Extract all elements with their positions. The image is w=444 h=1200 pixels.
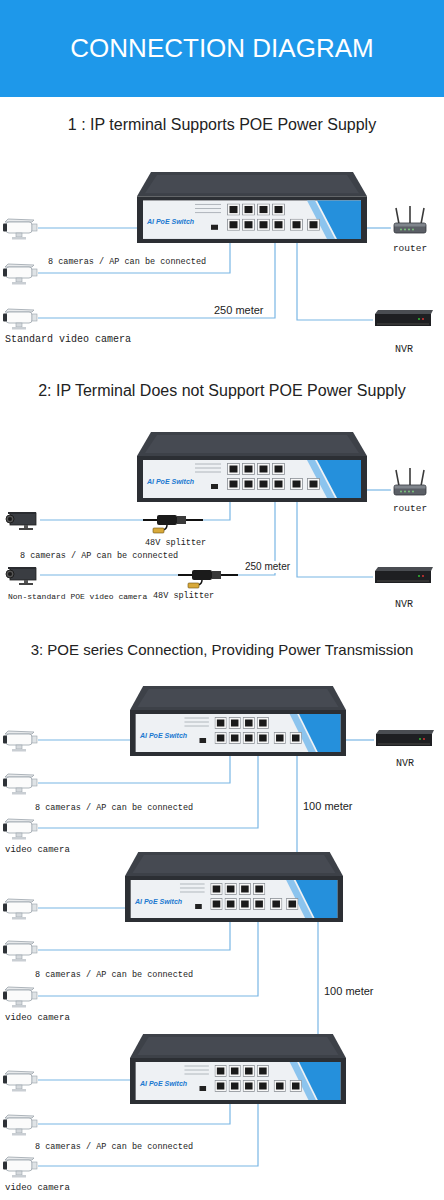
device-label: 48V splitter [153,592,214,602]
switch-body [125,852,343,922]
switch-brand: AI PoE Switch [140,732,187,740]
wire [38,1104,230,1124]
device-label: NVR [374,758,436,770]
device-label: NVR [373,599,435,611]
section-heading: 1 : IP terminal Supports POE Power Suppl… [0,116,444,134]
wire [38,243,275,318]
device-label: video camera [5,845,70,855]
caption-label: 8 cameras / AP can be connected [35,971,193,981]
camera-icon [6,567,36,585]
switch-body [130,1034,346,1104]
camera-icon [3,309,37,330]
wire [40,574,178,575]
wire [203,502,230,520]
network-cable [297,243,373,320]
network-cable [346,739,374,740]
splitter-icon [143,515,203,533]
wire [38,922,258,996]
device-label: NVR [373,344,435,356]
device-label: video camera [5,1013,70,1023]
router-device: router [391,206,429,255]
nvr-drawing [376,730,434,748]
network-cable [367,489,391,490]
distance-label: 100 meter [322,985,376,998]
device-label: Standard video camera [5,334,131,346]
wire [38,907,125,908]
wire [38,243,230,273]
camera-icon [3,731,37,752]
nvr-icon [375,310,433,326]
camera-icon [3,1071,37,1092]
switch-drawing [130,686,346,756]
distance-label: 250 meter [213,304,265,317]
switch-drawing [137,172,367,243]
page-title: CONNECTION DIAGRAM [0,0,444,97]
section-heading: 2: IP Terminal Does not Support POE Powe… [0,382,444,400]
wire [38,922,230,950]
caption-label: 8 cameras / AP can be connected [20,552,178,562]
distance-label: 250 meter [244,561,291,573]
nvr-device: NVR [373,567,435,611]
switch-brand: AI PoE Switch [147,218,194,226]
nvr-device: NVR [373,310,435,356]
network-cable [297,502,373,577]
poe-switch: AI PoE Switch [137,432,367,502]
nvr-drawing [375,310,433,328]
wire [38,756,258,828]
poe-switch: AI PoE Switch [130,686,346,756]
wire [38,227,137,228]
caption-label: 8 cameras / AP can be connected [35,804,193,814]
network-cable [317,922,318,1034]
nvr-drawing [375,567,433,585]
distance-label: 100 meter [301,800,355,813]
switch-brand: AI PoE Switch [147,478,194,486]
switch-drawing [125,852,343,922]
device-label: Non-standard POE video camera [8,592,147,601]
camera-icon [3,1115,37,1136]
switch-brand: AI PoE Switch [135,898,182,906]
device-label: video camera [5,1183,70,1193]
switch-body [130,686,346,756]
device-label: router [391,504,429,515]
camera-icon [3,264,37,285]
network-cable [296,756,297,852]
nvr-icon [375,567,433,583]
camera-icon [3,219,37,240]
nvr-device: NVR [374,730,436,770]
router-drawing [393,468,427,498]
camera-icon [3,1157,37,1178]
camera-icon [3,941,37,962]
wire [38,1079,130,1080]
wire [38,1104,258,1166]
caption-label: 8 cameras / AP can be connected [35,1143,193,1153]
camera-icon [3,899,37,920]
router-drawing [393,206,427,236]
caption-label: 8 cameras / AP can be connected [48,258,206,268]
camera-icon [3,774,37,795]
poe-switch: AI PoE Switch [137,172,367,243]
wire [40,519,143,520]
camera-icon [3,987,37,1008]
camera-icon [3,819,37,840]
router-icon [394,468,426,495]
nvr-icon [376,730,434,746]
device-label: 48V splitter [145,539,206,549]
switch-body [137,432,367,502]
header-band: CONNECTION DIAGRAM [0,0,444,97]
device-label: router [391,244,429,255]
splitter-icon [178,570,238,588]
poe-switch: AI PoE Switch [125,852,343,922]
camera-icon [6,512,36,530]
network-cable [367,227,391,228]
router-icon [394,206,426,233]
switch-body [137,172,367,243]
switch-drawing [130,1034,346,1104]
router-device: router [391,468,429,515]
wire [38,739,130,740]
wire [38,756,230,783]
poe-switch: AI PoE Switch [130,1034,346,1104]
switch-drawing [137,432,367,502]
section-heading: 3: POE series Connection, Providing Powe… [0,641,444,658]
switch-brand: AI PoE Switch [140,1080,187,1088]
